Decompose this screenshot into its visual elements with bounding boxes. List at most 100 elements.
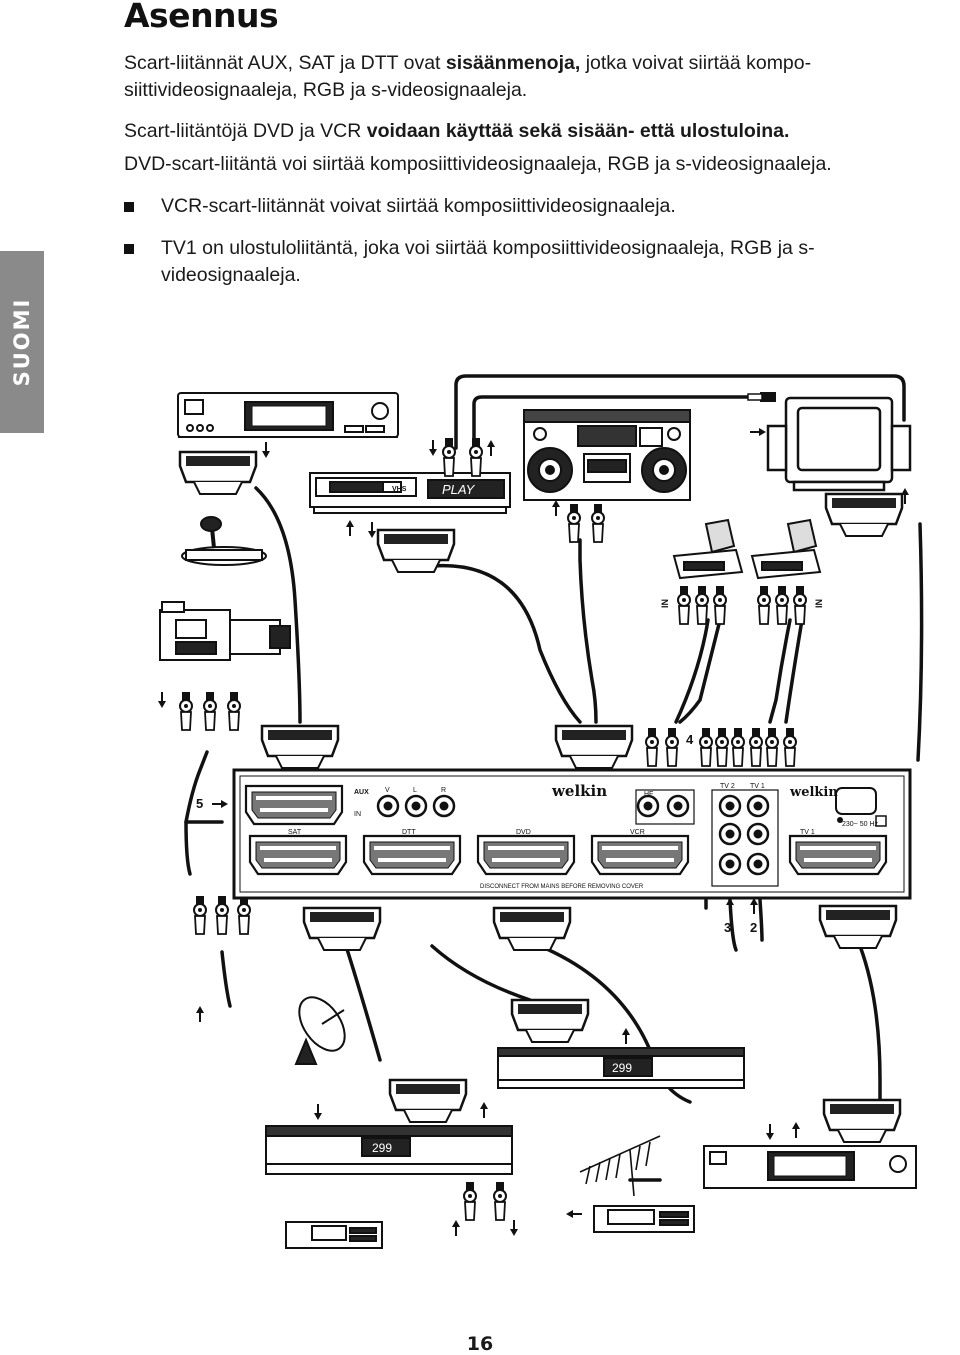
rca-plug [713, 585, 727, 625]
arrow-left-icon [565, 1209, 583, 1219]
rf-jack [666, 794, 690, 818]
rca-jack-tv2-v [718, 794, 742, 818]
rca-plug [715, 727, 729, 767]
socket-label-tv1: TV 1 [800, 829, 815, 836]
scart-plug [260, 724, 340, 770]
antenna-plug [747, 392, 776, 402]
arrow-up-icon [345, 519, 355, 537]
bullet-square-icon [124, 202, 134, 212]
rca-plug [193, 895, 207, 935]
tv-device [766, 396, 912, 492]
rca-jack-r [432, 794, 456, 818]
arrow-up-icon [451, 1219, 461, 1237]
bullet-text: VCR-scart-liitännät voivat siirtää kompo… [161, 195, 676, 217]
scart-switch-box [232, 768, 912, 900]
p2-bold: voidaan käyttää sekä sisään- että ulostu… [366, 120, 790, 142]
rca-plug [757, 585, 771, 625]
vhs-label: VHS [392, 486, 407, 493]
socket-label-r: R [441, 787, 446, 794]
socket-label-dvd: DVD [516, 829, 531, 836]
socket-label-in: IN [354, 811, 361, 818]
callout-2: 2 [750, 920, 757, 935]
callout-4: 4 [686, 732, 694, 747]
rca-jack-l [404, 794, 428, 818]
socket-label-dtt: DTT [402, 829, 416, 836]
socket-label-vcr: VCR [630, 829, 645, 836]
rca-plug [227, 691, 241, 731]
arrow-right-icon [749, 427, 767, 437]
socket-label-v: V [385, 787, 390, 794]
arrow-up-icon [725, 897, 735, 915]
rca-plug [731, 727, 745, 767]
arrow-down-icon [313, 1103, 323, 1121]
p1-text: Scart-liitännät AUX, SAT ja DTT ovat [124, 52, 446, 74]
language-side-tab: SUOMI [0, 251, 44, 433]
rca-jack-tv1-v [746, 794, 770, 818]
scart-plug [178, 450, 258, 496]
rca-plug [749, 727, 763, 767]
rca-plug [469, 437, 483, 477]
scart-plug [554, 724, 634, 770]
rf-jack [636, 794, 660, 818]
paragraph-dvd-vcr: Scart-liitäntöjä DVD ja VCR voidaan käyt… [124, 118, 954, 145]
rca-jack-v [376, 794, 400, 818]
rca-plug [665, 727, 679, 767]
arrow-up-icon [195, 1005, 205, 1023]
socket-label-aux: AUX [354, 789, 369, 796]
arrow-up-icon [486, 439, 496, 457]
scart-socket-dtt [362, 834, 462, 876]
arrow-up-icon [791, 1121, 801, 1139]
rca-plug [775, 585, 789, 625]
arrow-right-icon [211, 799, 229, 809]
scart-socket-sat [248, 834, 348, 876]
in-label: IN [814, 599, 824, 608]
callout-5: 5 [196, 796, 203, 811]
page-title: Asennus [124, 0, 279, 35]
rca-plug [567, 503, 581, 543]
paragraph-dvd-scart: DVD-scart-liitäntä voi siirtää komposiit… [124, 153, 832, 175]
socket-label-l: L [413, 787, 417, 794]
in-label: IN [660, 599, 670, 608]
wireless-headphone-left [672, 518, 744, 580]
arrow-down-icon [157, 691, 167, 709]
rca-plug [215, 895, 229, 935]
bullet-square-icon [124, 244, 134, 254]
scart-socket-tv1 [788, 834, 888, 876]
small-device-left [285, 1221, 383, 1249]
rca-plug [793, 585, 807, 625]
rca-jack-tv2-r [718, 852, 742, 876]
rca-plug [237, 895, 251, 935]
rca-jack-tv1-r [746, 852, 770, 876]
scart-socket-vcr [590, 834, 690, 876]
rca-plug [677, 585, 691, 625]
brand-logo-welkin: welkin [551, 782, 607, 800]
arrow-up-icon [551, 499, 561, 517]
scart-socket-dvd [476, 834, 576, 876]
warning-label: DISCONNECT FROM MAINS BEFORE REMOVING CO… [480, 884, 644, 890]
small-device-right [593, 1205, 695, 1233]
rca-plug [179, 691, 193, 731]
arrow-down-icon [765, 1123, 775, 1141]
scart-plug [388, 1078, 468, 1124]
scart-plug [510, 998, 590, 1044]
socket-label-sat: SAT [288, 829, 302, 836]
rca-plug [493, 1181, 507, 1221]
av-amplifier-bottom [703, 1145, 917, 1189]
scart-plug [302, 906, 382, 952]
rca-plug [463, 1181, 477, 1221]
rca-plug [699, 727, 713, 767]
wireless-headphone-right [750, 518, 822, 580]
rca-plug [591, 503, 605, 543]
rca-plug [203, 691, 217, 731]
vcr-device [309, 472, 511, 514]
rca-plug [645, 727, 659, 767]
rca-plug [765, 727, 779, 767]
receiver-display: 299 [372, 1141, 392, 1155]
scart-plug [822, 1098, 902, 1144]
socket-label-mains: 230~ 50 Hz [842, 821, 878, 828]
socket-label-tv1-top: TV 1 [750, 783, 765, 790]
receiver-device-lower [265, 1125, 513, 1175]
p1-bold: sisäänmenoja, [445, 52, 581, 74]
p2-text: Scart-liitäntöjä DVD ja VCR [124, 120, 367, 142]
